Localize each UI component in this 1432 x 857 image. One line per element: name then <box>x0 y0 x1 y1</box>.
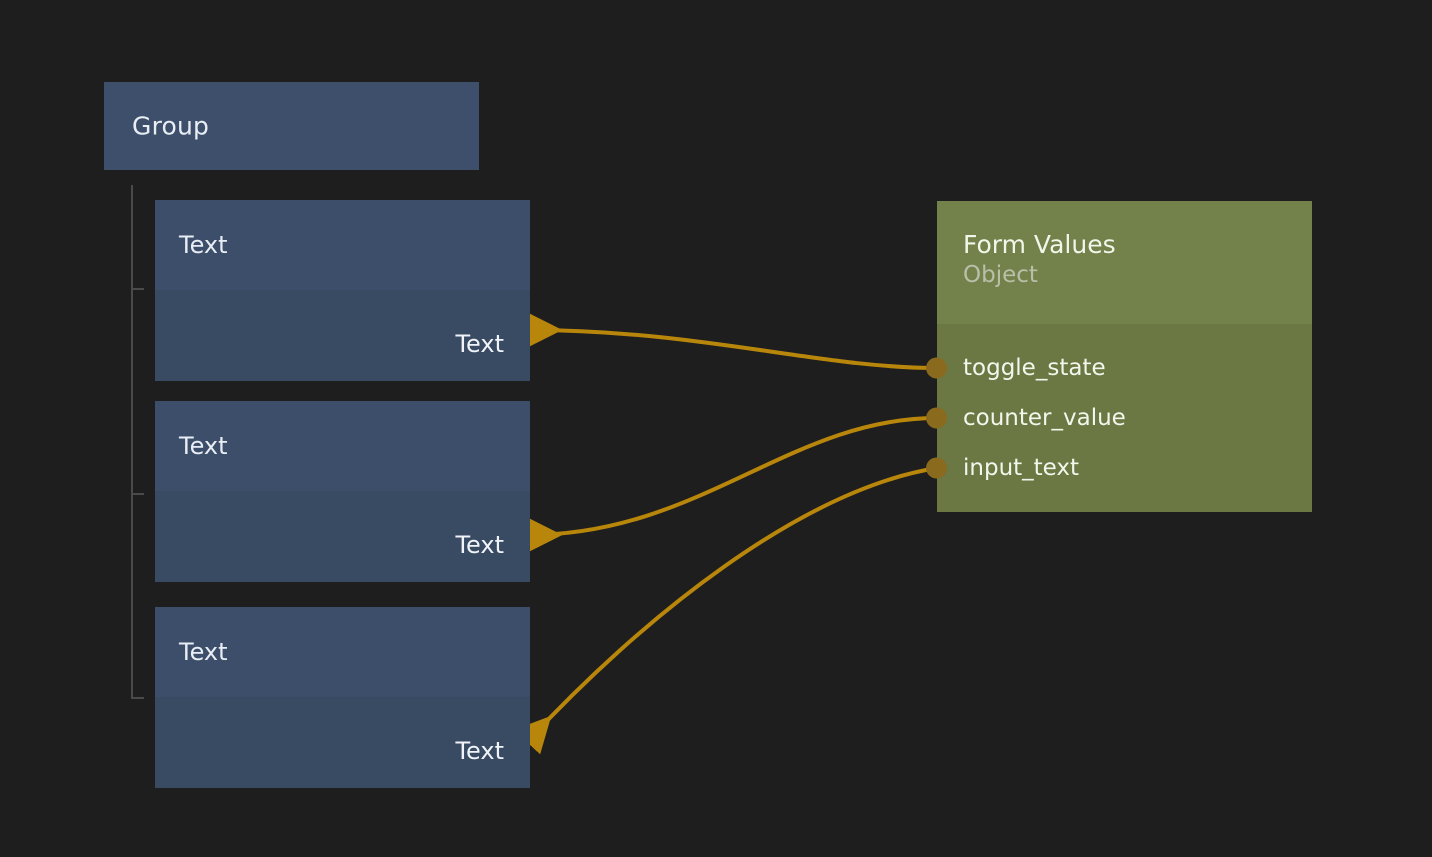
circle-port-icon[interactable] <box>926 457 947 479</box>
object-node-body <box>937 324 1312 512</box>
tree-stub-2 <box>131 493 144 495</box>
edge-path-1 <box>526 311 939 370</box>
child-node-1-header[interactable]: Text <box>155 200 530 290</box>
edge-counter-value <box>526 416 939 554</box>
circle-port-icon[interactable] <box>926 357 947 379</box>
child-node-3[interactable]: Text Text <box>155 607 530 788</box>
tree-stub-3 <box>131 697 144 699</box>
circle-port-icon[interactable] <box>926 407 947 429</box>
property-row-input-text[interactable]: input_text <box>926 443 1312 493</box>
group-node[interactable]: Group <box>104 82 479 170</box>
child-node-2-header[interactable]: Text <box>155 401 530 491</box>
property-label-input-text: input_text <box>963 455 1080 481</box>
property-label-toggle-state: toggle_state <box>963 355 1106 381</box>
edge-input-text <box>513 466 939 755</box>
child-node-1-body-label: Text <box>455 330 504 358</box>
edge-path-3 <box>513 466 939 755</box>
child-node-2[interactable]: Text Text <box>155 401 530 582</box>
child-node-1[interactable]: Text Text <box>155 200 530 381</box>
property-label-counter-value: counter_value <box>963 405 1126 431</box>
edge-toggle-state <box>526 311 939 370</box>
child-node-2-body-label: Text <box>455 531 504 559</box>
tree-stub-1 <box>131 288 144 290</box>
child-node-2-header-label: Text <box>179 432 228 460</box>
property-row-toggle-state[interactable]: toggle_state <box>926 343 1312 393</box>
child-node-3-header[interactable]: Text <box>155 607 530 697</box>
group-node-title: Group <box>132 111 210 141</box>
edge-path-2 <box>526 416 939 554</box>
object-node-title: Form Values <box>963 230 1116 259</box>
child-node-1-body[interactable]: Text <box>155 290 530 381</box>
property-row-counter-value[interactable]: counter_value <box>926 393 1312 443</box>
object-node-header[interactable]: Form Values Object <box>937 201 1312 324</box>
child-node-2-body[interactable]: Text <box>155 491 530 582</box>
child-node-3-header-label: Text <box>179 638 228 666</box>
child-node-3-body-label: Text <box>455 737 504 765</box>
form-values-object-node[interactable]: Form Values Object toggle_state counter_… <box>926 201 1312 512</box>
child-node-1-header-label: Text <box>179 231 228 259</box>
tree-trunk-line <box>131 185 133 698</box>
object-node-subtitle: Object <box>963 261 1038 288</box>
child-node-3-body[interactable]: Text <box>155 697 530 788</box>
